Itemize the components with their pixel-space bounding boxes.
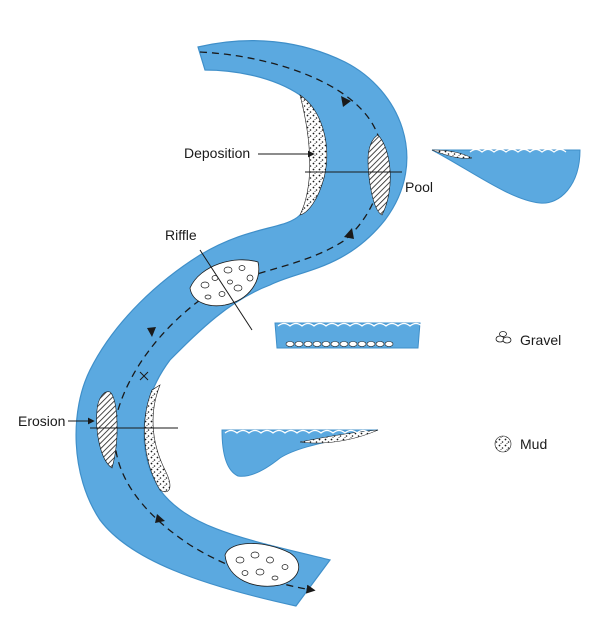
deposition-label: Deposition — [184, 145, 250, 161]
erosion-hatched-zone — [96, 391, 118, 469]
mud-legend-label: Mud — [520, 436, 547, 452]
pool-cross-section — [431, 148, 581, 204]
riffle-cross-section — [274, 322, 423, 349]
lower-gravel — [224, 543, 300, 587]
pool-label: Pool — [405, 179, 433, 195]
erosion-label: Erosion — [18, 413, 65, 429]
river-channel — [75, 40, 408, 607]
gravel-legend-label: Gravel — [520, 332, 561, 348]
mud-legend-icon — [494, 435, 512, 453]
riffle-gravel — [189, 259, 260, 307]
flow-path — [114, 51, 384, 594]
riffle-section-line — [199, 249, 253, 331]
gravel-legend-icon — [495, 331, 512, 344]
flow-arrow-4 — [155, 514, 165, 523]
flow-arrow-3 — [147, 327, 156, 337]
riffle-label: Riffle — [165, 227, 197, 243]
cross-mark — [139, 371, 149, 381]
pool-hatched-zone — [367, 134, 391, 216]
erosion-cross-section — [221, 429, 379, 477]
flow-arrow-2 — [344, 228, 354, 239]
flow-arrow-1 — [341, 96, 351, 107]
flow-arrows — [147, 96, 354, 523]
deposition-mud-lower — [144, 384, 171, 493]
